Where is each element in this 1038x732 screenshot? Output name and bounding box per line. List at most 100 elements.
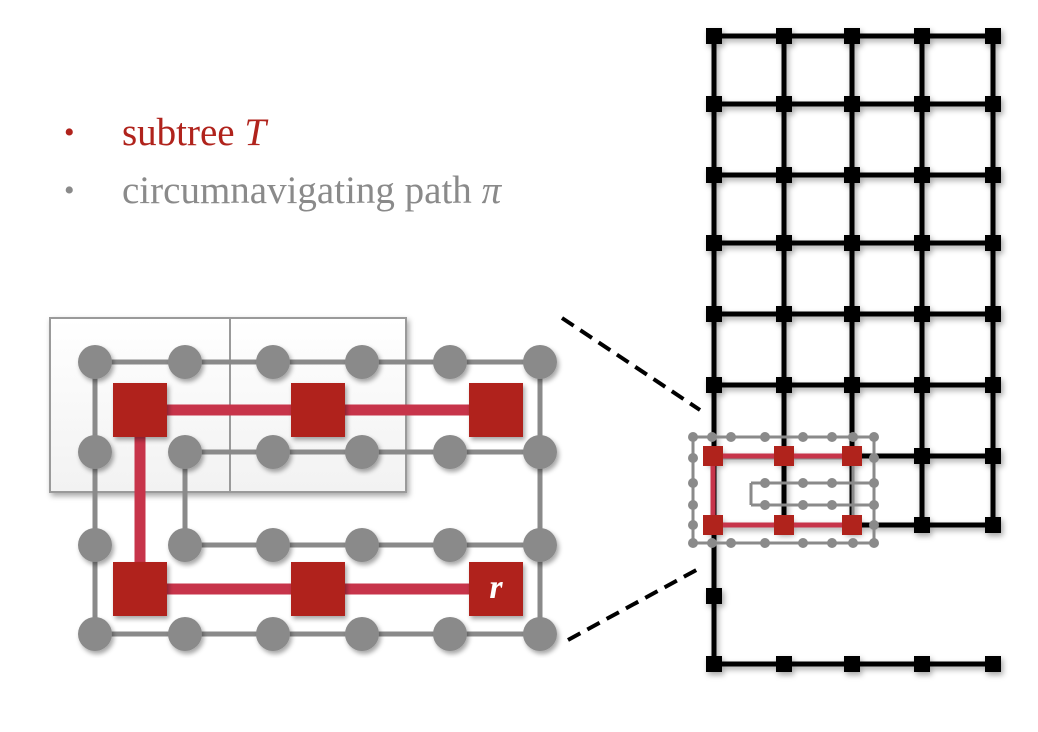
path-node [78, 528, 112, 562]
path-node [688, 520, 698, 530]
grid-node [776, 167, 792, 183]
path-node [168, 435, 202, 469]
grid-node [914, 656, 930, 672]
path-node [726, 538, 736, 548]
legend-label: subtree [122, 111, 235, 154]
grid-node [706, 96, 722, 112]
path-node [168, 528, 202, 562]
path-node [256, 617, 290, 651]
subtree-node [703, 446, 723, 466]
grid-node [706, 167, 722, 183]
path-node [798, 500, 808, 510]
path-node [523, 528, 557, 562]
grid-node [706, 588, 722, 604]
grid-node [844, 656, 860, 672]
large-grid-edges [711, 33, 996, 667]
subtree-node [774, 515, 794, 535]
subtree [113, 383, 523, 616]
path-node [798, 538, 808, 548]
path-node [688, 538, 698, 548]
path-node [688, 500, 698, 510]
subtree-node [113, 562, 167, 616]
path-node [869, 453, 879, 463]
path-node [848, 432, 858, 442]
path-node [869, 478, 879, 488]
grid-node [985, 235, 1001, 251]
path-node [168, 617, 202, 651]
grid-node [985, 96, 1001, 112]
path-node [827, 432, 837, 442]
small-subtree [703, 446, 862, 535]
subtree-node [469, 383, 523, 437]
legend-symbol: π [481, 169, 502, 212]
grid-node [985, 28, 1001, 44]
grid-node [844, 235, 860, 251]
path-node [869, 538, 879, 548]
grid-node [776, 306, 792, 322]
path-node [869, 432, 879, 442]
subtree-node [291, 562, 345, 616]
zoom-indicator-lines [560, 316, 702, 642]
zoomed-detail: r [49, 317, 557, 651]
grid-node [706, 377, 722, 393]
path-node [523, 435, 557, 469]
path-node [433, 528, 467, 562]
grid-node [985, 517, 1001, 533]
path-node [726, 432, 736, 442]
path-node [869, 520, 879, 530]
path-node [523, 345, 557, 379]
path-node [256, 435, 290, 469]
path-node [168, 345, 202, 379]
path-node [869, 500, 879, 510]
path-node [707, 432, 717, 442]
legend-item-path: • circumnavigating path π [64, 162, 501, 220]
grid-node [844, 28, 860, 44]
root-label: r [489, 569, 503, 606]
legend-label: circumnavigating path [122, 169, 472, 212]
path-node [78, 617, 112, 651]
grid-node [985, 656, 1001, 672]
subtree-node [291, 383, 345, 437]
path-node [827, 538, 837, 548]
grid-node [985, 377, 1001, 393]
path-node [345, 345, 379, 379]
path-node [827, 478, 837, 488]
grid-node [776, 235, 792, 251]
subtree-node [703, 515, 723, 535]
subtree-node [113, 383, 167, 437]
grid-node [776, 28, 792, 44]
path-node [78, 435, 112, 469]
path-node [798, 478, 808, 488]
grid-node [985, 306, 1001, 322]
legend: • subtree T • circumnavigating path π [64, 104, 501, 220]
small-circumnavigating-path [688, 432, 879, 548]
grid-node [844, 167, 860, 183]
grid-node [914, 28, 930, 44]
path-node [760, 500, 770, 510]
path-node [848, 538, 858, 548]
grid-node [776, 377, 792, 393]
grid-node [706, 656, 722, 672]
zoom-line-bottom [567, 566, 701, 642]
path-node [688, 453, 698, 463]
grid-node [914, 96, 930, 112]
small-overlay [688, 432, 879, 548]
grid-node [776, 656, 792, 672]
legend-item-subtree: • subtree T [64, 104, 501, 162]
path-node [433, 345, 467, 379]
grid-node [985, 167, 1001, 183]
path-node [345, 435, 379, 469]
path-node [256, 345, 290, 379]
circumnavigating-path [78, 345, 557, 651]
path-node [345, 617, 379, 651]
subtree-node [842, 446, 862, 466]
path-node [345, 528, 379, 562]
grid-node [844, 306, 860, 322]
grid-node [914, 517, 930, 533]
path-node [760, 538, 770, 548]
subtree-node [774, 446, 794, 466]
subtree-node [842, 515, 862, 535]
grid-node [914, 377, 930, 393]
path-node [433, 435, 467, 469]
legend-symbol: T [244, 111, 267, 154]
